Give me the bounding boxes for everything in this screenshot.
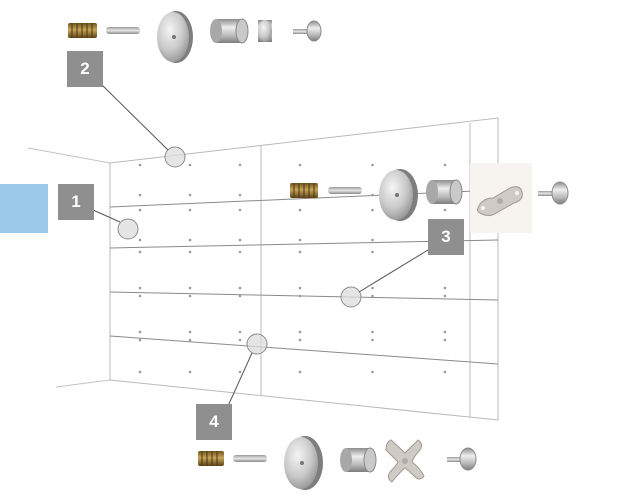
spacer-barrel-icon [340,447,377,473]
fixing-point [371,208,374,212]
screw-icon [447,447,477,471]
fixing-point [188,193,192,197]
fixing-point [443,163,447,167]
fixing-point [298,208,302,212]
callout-number: 3 [441,227,451,246]
fixing-point [298,238,302,242]
fixing-point [298,370,302,374]
fixing-point [371,370,374,374]
fixing-point [298,163,302,167]
fixing-point [188,163,192,167]
fixing-point [238,250,242,254]
fixing-point [371,286,374,290]
cap-disc-icon [284,436,323,490]
fixing-point [238,294,242,298]
leader-line-1 [92,209,121,223]
fixing-point [188,294,192,298]
fixing-point [238,330,242,334]
threaded-rod-icon [328,187,362,194]
spacer-barrel-icon [210,18,249,44]
fixing-point [138,330,142,334]
fixing-point [443,286,447,290]
fixing-points [138,163,447,374]
fixing-point [371,193,374,197]
hardware-set-4 [198,436,477,490]
cap-disc-icon [157,11,193,63]
fixing-point [138,208,142,212]
callout-badge-1: 1 [58,184,94,220]
fixing-point [443,330,447,334]
fixing-point [188,338,192,342]
fixing-point [298,250,302,254]
fixing-point [443,338,447,342]
threaded-insert-icon [198,451,224,466]
fixing-point [138,338,142,342]
fixing-point [298,286,302,290]
callout-circle-2 [164,146,186,168]
fixing-point [443,370,447,374]
threaded-insert-icon [290,183,318,198]
hardware-set-3 [290,163,569,233]
threaded-rod-icon [233,455,267,462]
cap-barrel-icon [258,20,272,42]
fixing-point [238,286,242,290]
hardware-set-2 [68,11,322,63]
fixing-point [188,370,192,374]
fixing-point [238,163,242,167]
fixing-point [188,286,192,290]
fixing-point [238,238,242,242]
fixing-point [188,238,192,242]
fixing-point [188,330,192,334]
cap-disc-icon [379,169,418,221]
fixing-point [298,338,302,342]
fixing-point [238,208,242,212]
spacer-barrel-icon [426,179,463,205]
fixing-point [138,294,142,298]
callout-circle-4 [246,333,268,355]
fixing-point [138,370,142,374]
fixing-point [188,208,192,212]
four-arm-bracket-icon [385,439,425,483]
callout-circle-1 [117,218,139,240]
callout-badge-3: 3 [428,219,464,255]
fixing-point [238,338,242,342]
screw-icon [538,181,569,205]
leader-line-3 [358,249,429,293]
fixing-point [371,294,374,298]
threaded-insert-icon [68,23,97,38]
leader-line-4 [227,352,253,407]
accent-tab [0,184,48,233]
fixing-point [188,250,192,254]
two-arm-bracket-icon [477,186,523,217]
fixing-point [371,338,374,342]
fixing-point [298,294,302,298]
fixing-point [371,238,374,242]
fixing-point [371,330,374,334]
fixing-point [443,208,447,212]
fixing-point [371,163,374,167]
fixing-point [138,163,142,167]
callout-badge-2: 2 [67,51,103,87]
callout-circle-3 [340,286,362,308]
callout-number: 4 [209,412,219,431]
callout-number: 2 [80,59,90,78]
callout-circles [117,146,362,355]
callout-number: 1 [71,192,81,211]
callout-leaders [92,83,429,407]
fixing-point [443,294,447,298]
screw-icon [293,20,322,42]
callout-badge-4: 4 [196,404,232,440]
fixing-point [138,250,142,254]
fixing-point [298,330,302,334]
fixing-point [238,370,242,374]
leader-line-2 [100,83,169,151]
fixing-point [238,193,242,197]
fixing-point [138,238,142,242]
fixing-point [138,193,142,197]
fixing-point [371,250,374,254]
fixing-point [138,286,142,290]
threaded-rod-icon [106,27,140,34]
